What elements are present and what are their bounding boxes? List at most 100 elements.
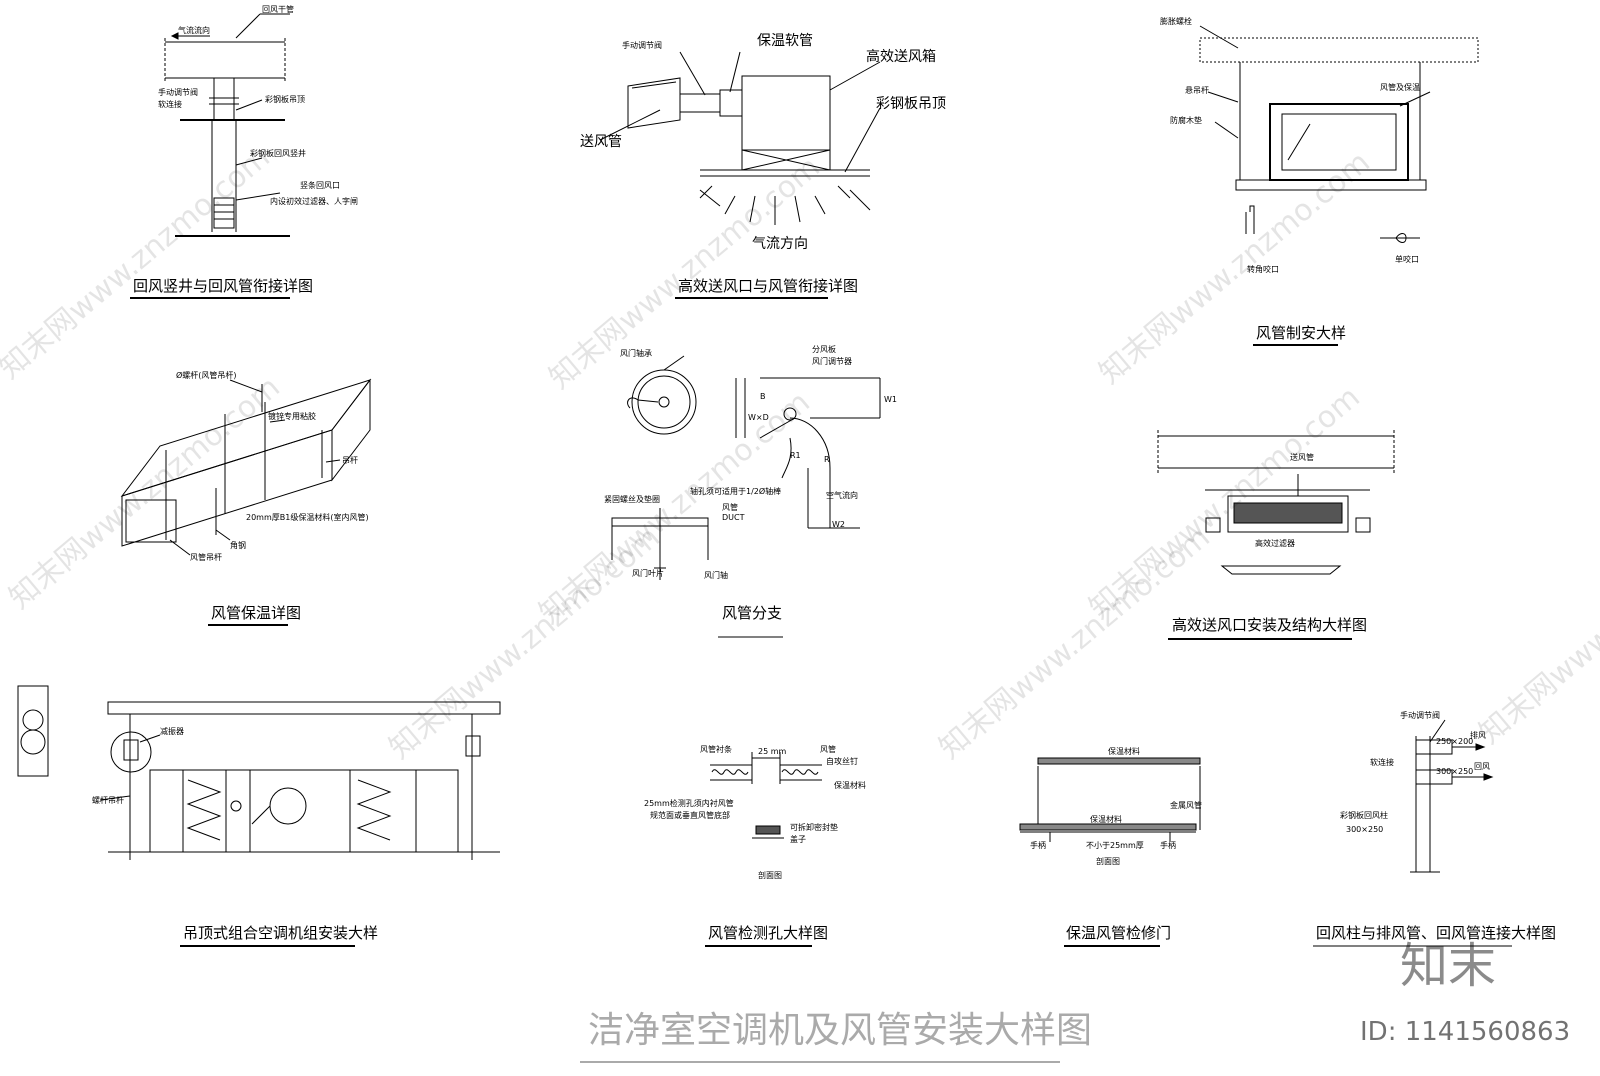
detail-title: 吊顶式组合空调机组安装大样 bbox=[183, 924, 378, 942]
label-damper: 手动调节阀 bbox=[1400, 710, 1440, 720]
label-duct: 风管 bbox=[722, 502, 738, 512]
label-duct-en: DUCT bbox=[722, 513, 745, 522]
label-pad: 防腐木垫 bbox=[1170, 115, 1202, 125]
label-flex: 软连接 bbox=[1370, 757, 1394, 767]
label-insul: 风管及保温 bbox=[1380, 82, 1420, 92]
label-seal2: 可拆卸密封垫 bbox=[790, 822, 838, 832]
watermark-text: 知末网www.znzmo.com bbox=[383, 520, 667, 766]
label-handle: 风门轴承 bbox=[620, 348, 652, 358]
label-handle-2: 手柄 bbox=[1160, 840, 1176, 850]
label-dim-b: B bbox=[760, 392, 766, 401]
label-seam1: 转角咬口 bbox=[1247, 264, 1279, 274]
label-hanger: 悬吊杆 bbox=[1185, 85, 1209, 95]
label-manual-damper: 手动调节阀 bbox=[158, 87, 198, 97]
label-thk: 不小于25mm厚 bbox=[1086, 841, 1144, 850]
watermark-text: 知末网www.znzmo.com bbox=[3, 370, 287, 616]
detail-title: 回风竖井与回风管衔接详图 bbox=[133, 277, 313, 295]
label-ceiling: 彩钢板吊顶 bbox=[265, 94, 305, 104]
label-dim-r1: R1 bbox=[790, 451, 801, 460]
sheet-title: 洁净室空调机及风管安装大样图 bbox=[588, 1010, 1092, 1051]
label-blade: 风门叶片 bbox=[632, 568, 664, 578]
label-airflow: 空气流向 bbox=[826, 490, 858, 500]
label-riser: 彩钢板回风竖井 bbox=[250, 148, 306, 158]
label-insul: 20mm厚B1级保温材料(室内风管) bbox=[246, 512, 369, 522]
label-airflow: 气流方向 bbox=[752, 236, 808, 252]
label-glue: 镀锌专用粘胶 bbox=[268, 411, 316, 421]
detail-ahu bbox=[17, 685, 501, 860]
label-screw: 自攻丝钉 bbox=[826, 756, 858, 766]
label-branch: 分风板 bbox=[812, 344, 836, 354]
label-flex: 软连接 bbox=[158, 99, 182, 109]
label-dim-wd: W×D bbox=[748, 413, 769, 422]
label-dim: 25 mm bbox=[758, 747, 787, 756]
watermark-text: 知末网www.znzmo.com bbox=[1093, 145, 1377, 391]
detail-return-column bbox=[1410, 719, 1494, 873]
label-duct: 送风管 bbox=[1290, 452, 1314, 462]
detail-title: 回风柱与排风管、回风管连接大样图 bbox=[1316, 924, 1556, 942]
label-dim-w2: W2 bbox=[832, 520, 845, 529]
detail-duct-fab bbox=[1199, 25, 1479, 243]
label-manual-damper: 手动调节阀 bbox=[622, 40, 662, 50]
label-damper: 减振器 bbox=[160, 726, 184, 736]
detail-title: 风管检测孔大样图 bbox=[708, 924, 828, 942]
label-grille-note: 内设初效过滤器、人字闸 bbox=[270, 196, 358, 206]
detail-duct-branch bbox=[611, 355, 881, 580]
label-shaft: 风门轴 bbox=[704, 570, 728, 580]
label-grille: 竖条回风口 bbox=[300, 180, 340, 190]
label-exhaust: 排风 bbox=[1470, 730, 1486, 740]
label-column: 彩钢板回风柱 bbox=[1340, 810, 1388, 820]
detail-hepa-outlet bbox=[599, 51, 881, 225]
label-cap: 盖子 bbox=[790, 834, 806, 844]
label-seal: 风管衬条 bbox=[700, 744, 732, 754]
detail-title: 高效送风口安装及结构大样图 bbox=[1172, 616, 1367, 634]
label-rod: Ø螺杆(风管吊杆) bbox=[176, 370, 237, 380]
label-bolt: 紧固螺丝及垫圈 bbox=[604, 494, 660, 504]
label-section: 剖面图 bbox=[758, 870, 782, 880]
label-size: 300×250 bbox=[1346, 825, 1383, 834]
label-rod2: 吊杆 bbox=[342, 455, 358, 465]
watermark-text: 知末网www.znzmo.com bbox=[0, 140, 277, 386]
watermark-text: 知末网www.znzmo.com bbox=[543, 150, 827, 396]
label-angle: 角钢 bbox=[230, 540, 246, 550]
label-main-duct: 回风干管 bbox=[262, 4, 294, 14]
label-bolt: 膨胀螺栓 bbox=[1160, 16, 1192, 26]
brand-logo: 知末 bbox=[1400, 938, 1496, 994]
detail-title: 风管保温详图 bbox=[211, 604, 301, 622]
label-duct: 风管 bbox=[820, 744, 836, 754]
label-ceiling: 彩钢板吊顶 bbox=[876, 96, 946, 112]
label-return: 回风 bbox=[1474, 762, 1490, 771]
label-filter: 高效过滤器 bbox=[1255, 538, 1295, 548]
label-flex: 保温软管 bbox=[757, 33, 813, 49]
label-handle: 手柄 bbox=[1030, 840, 1046, 850]
detail-title: 风管分支 bbox=[722, 604, 782, 622]
label-note2: 规范面或垂直风管底部 bbox=[650, 810, 730, 820]
watermark-text: 知末网www.znzmo.com bbox=[933, 520, 1217, 766]
label-metal: 金属风管 bbox=[1170, 800, 1202, 810]
detail-title: 高效送风口与风管衔接详图 bbox=[678, 277, 858, 295]
label-dim-r: R bbox=[824, 455, 830, 464]
label-dim1: 250×200 bbox=[1436, 737, 1473, 746]
label-dim2: 300×250 bbox=[1436, 767, 1473, 776]
detail-access-door bbox=[1019, 757, 1201, 842]
label-hepa-box: 高效送风箱 bbox=[866, 48, 936, 65]
label-insul: 保温材料 bbox=[1108, 746, 1140, 756]
label-airflow: 气流流向 bbox=[178, 25, 210, 35]
detail-duct-insulation bbox=[120, 378, 372, 556]
detail-return-shaft bbox=[164, 13, 290, 237]
label-insul2: 保温材料 bbox=[1090, 814, 1122, 824]
label-dim-w1: W1 bbox=[884, 395, 897, 404]
label-hanger: 风管吊杆 bbox=[190, 552, 222, 562]
detail-hepa-install bbox=[1157, 430, 1395, 575]
label-seam2: 单咬口 bbox=[1395, 254, 1419, 264]
label-section: 剖面图 bbox=[1096, 856, 1120, 866]
label-supply: 送风管 bbox=[580, 134, 622, 150]
image-id: ID: 1141560863 bbox=[1360, 1017, 1570, 1047]
label-insul: 保温材料 bbox=[834, 780, 866, 790]
watermark-text: 知末网www.znzmo.com bbox=[1473, 505, 1600, 751]
label-rod: 螺杆吊杆 bbox=[92, 795, 124, 805]
detail-test-hole bbox=[710, 752, 822, 839]
label-regulator: 风门调节器 bbox=[812, 356, 852, 366]
detail-title: 保温风管检修门 bbox=[1066, 924, 1171, 942]
